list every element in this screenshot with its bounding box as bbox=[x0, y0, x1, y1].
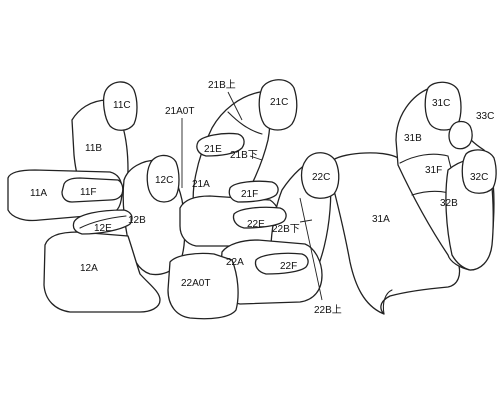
part-22a0t-ottoman bbox=[167, 252, 239, 320]
label-31c: 31C bbox=[432, 98, 450, 109]
label-11a: 11A bbox=[30, 188, 47, 199]
part-12e-seam bbox=[79, 215, 127, 229]
label-12a: 12A bbox=[80, 263, 98, 274]
part-12c-headrest bbox=[146, 154, 180, 203]
part-22c-headrest bbox=[300, 152, 340, 199]
label-31b: 31B bbox=[404, 133, 422, 144]
label-22c: 22C bbox=[312, 172, 330, 183]
part-11f-armrest bbox=[61, 177, 124, 203]
label-31f: 31F bbox=[425, 165, 442, 176]
leader-21b-lower bbox=[249, 155, 263, 161]
leader-21b-upper bbox=[227, 91, 243, 121]
part-33c-headrest bbox=[448, 120, 473, 150]
leader-22b-upper bbox=[299, 197, 323, 301]
label-22a0t: 22A0T bbox=[181, 278, 210, 289]
label-11b: 11B bbox=[85, 143, 102, 154]
part-21f-armrest bbox=[228, 180, 279, 203]
label-12c: 12C bbox=[155, 175, 173, 186]
label-32b: 32B bbox=[440, 198, 458, 209]
label-21f: 21F bbox=[241, 189, 258, 200]
label-12e: 12E bbox=[94, 223, 112, 234]
part-12e-armrest bbox=[72, 209, 133, 235]
label-11f: 11F bbox=[80, 187, 97, 198]
label-11c: 11C bbox=[113, 100, 131, 111]
part-21c-headrest bbox=[258, 79, 298, 131]
label-21c: 21C bbox=[270, 97, 288, 108]
leader-22b-lower bbox=[299, 219, 313, 223]
label-22f: 22F bbox=[280, 261, 297, 272]
label-21a0t: 21A0T bbox=[165, 106, 194, 117]
label-33c: 33C bbox=[476, 111, 494, 122]
part-32c-headrest bbox=[461, 149, 497, 194]
label-21b-upper: 21B上 bbox=[208, 79, 236, 91]
label-32c: 32C bbox=[470, 172, 488, 183]
label-22b-lower: 22B下 bbox=[272, 224, 300, 235]
part-21b-seam bbox=[227, 111, 263, 135]
part-31b-seam-upper bbox=[399, 153, 449, 164]
part-22f-armrest bbox=[254, 252, 309, 275]
part-31a-seam bbox=[382, 289, 393, 315]
label-21e: 21E bbox=[204, 144, 222, 155]
label-21b-lower: 21B下 bbox=[230, 150, 258, 161]
label-22a: 22A bbox=[226, 257, 244, 268]
part-11c-headrest bbox=[103, 81, 138, 131]
label-31a: 31A bbox=[372, 214, 390, 225]
label-21a: 21A bbox=[192, 179, 210, 190]
label-22e: 22E bbox=[247, 219, 265, 230]
label-12b: 12B bbox=[128, 215, 146, 226]
part-22e-armrest bbox=[232, 206, 287, 229]
label-22b-upper: 22B上 bbox=[314, 304, 342, 316]
part-21e-armrest bbox=[196, 132, 245, 157]
